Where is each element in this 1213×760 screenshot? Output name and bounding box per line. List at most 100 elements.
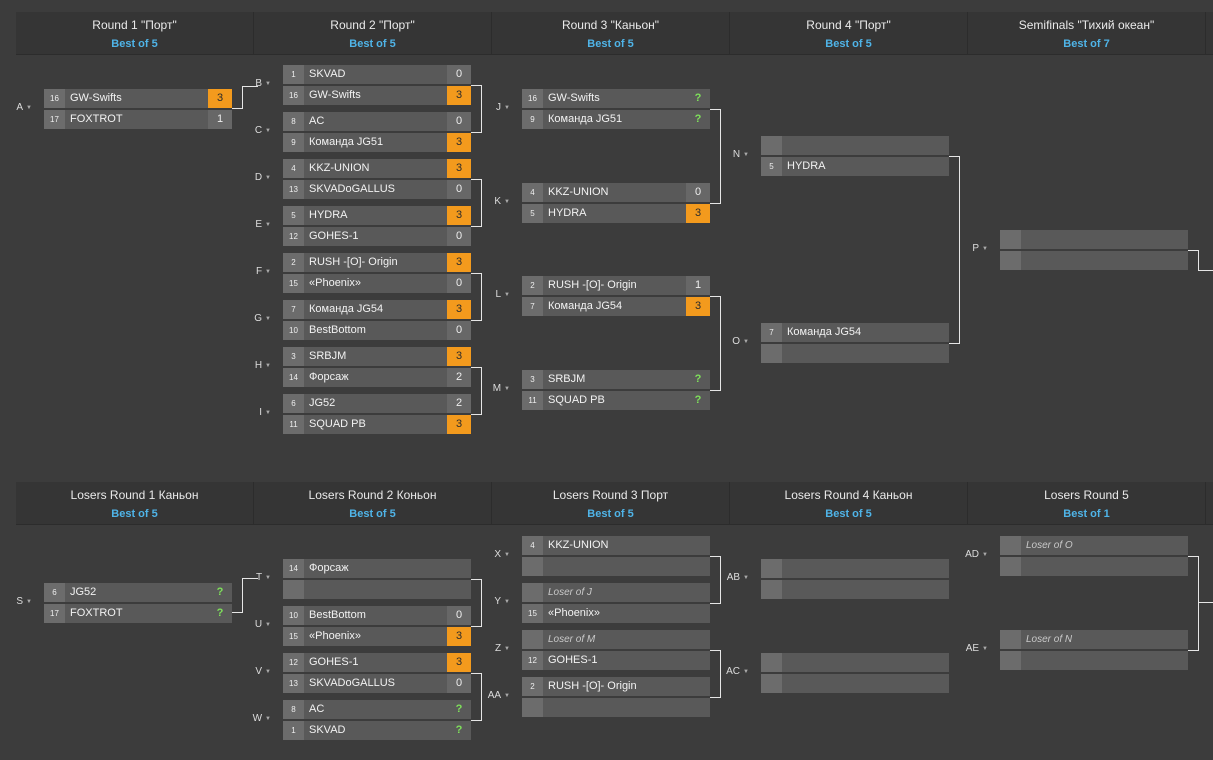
match-label[interactable]: AD▼	[958, 549, 988, 560]
team-row[interactable]	[522, 698, 710, 717]
team-row[interactable]	[761, 136, 949, 155]
team-row[interactable]: 15«Phoenix»	[522, 604, 710, 623]
match-label[interactable]: C▼	[241, 125, 271, 136]
match-label[interactable]: AA▼	[480, 690, 510, 701]
team-row[interactable]	[761, 344, 949, 363]
match-label[interactable]: AB▼	[719, 572, 749, 583]
match-label[interactable]: A▼	[2, 102, 32, 113]
team-seed: 9	[283, 133, 304, 152]
team-row[interactable]: Loser of J	[522, 583, 710, 602]
team-row[interactable]: Loser of N	[1000, 630, 1188, 649]
match-label[interactable]: Y▼	[480, 596, 510, 607]
match-label[interactable]: Z▼	[480, 643, 510, 654]
team-row[interactable]	[761, 559, 949, 578]
team-row[interactable]	[522, 557, 710, 576]
match-label[interactable]: J▼	[480, 102, 510, 113]
match-label[interactable]: I▼	[241, 407, 271, 418]
team-row[interactable]	[761, 653, 949, 672]
match-label[interactable]: P▼	[958, 243, 988, 254]
team-name: SRBJM	[548, 373, 586, 385]
team-row[interactable]	[761, 580, 949, 599]
team-row[interactable]: Loser of O	[1000, 536, 1188, 555]
match-label[interactable]: W▼	[241, 713, 271, 724]
team-score: ?	[216, 586, 224, 598]
team-row[interactable]: 15«Phoenix»3	[283, 627, 471, 646]
team-row[interactable]: Loser of M	[522, 630, 710, 649]
team-row[interactable]	[1000, 230, 1188, 249]
match-label[interactable]: AC▼	[719, 666, 749, 677]
team-name: Команда JG54	[787, 326, 862, 338]
match-label[interactable]: K▼	[480, 196, 510, 207]
match-label[interactable]: S▼	[2, 596, 32, 607]
team-score: 0	[447, 180, 471, 199]
match-label[interactable]: D▼	[241, 172, 271, 183]
team-row[interactable]	[1000, 251, 1188, 270]
match-label[interactable]: N▼	[719, 149, 749, 160]
match-label[interactable]: X▼	[480, 549, 510, 560]
team-row[interactable]: 15«Phoenix»0	[283, 274, 471, 293]
match-label[interactable]: E▼	[241, 219, 271, 230]
team-row[interactable]	[1000, 557, 1188, 576]
team-name: SQUAD PB	[309, 418, 366, 430]
match-label[interactable]: L▼	[480, 289, 510, 300]
match-label[interactable]: O▼	[719, 336, 749, 347]
bracket-connector	[471, 414, 481, 415]
match-label[interactable]: G▼	[241, 313, 271, 324]
team-row[interactable]	[1000, 651, 1188, 670]
match-label[interactable]: T▼	[241, 572, 271, 583]
match-label[interactable]: H▼	[241, 360, 271, 371]
team-row[interactable]	[283, 580, 471, 599]
match-label[interactable]: F▼	[241, 266, 271, 277]
bracket-connector	[471, 85, 481, 86]
match-label[interactable]: AE▼	[958, 643, 988, 654]
match-label[interactable]: M▼	[480, 383, 510, 394]
match-label[interactable]: U▼	[241, 619, 271, 630]
team-seed: 17	[44, 110, 65, 129]
match-label[interactable]: V▼	[241, 666, 271, 677]
team-name: Команда JG51	[309, 136, 384, 148]
team-name: FOXTROT	[70, 113, 123, 125]
team-row[interactable]	[761, 674, 949, 693]
team-seed: 5	[522, 204, 543, 223]
match-label[interactable]: B▼	[241, 78, 271, 89]
bracket-connector	[720, 109, 721, 204]
